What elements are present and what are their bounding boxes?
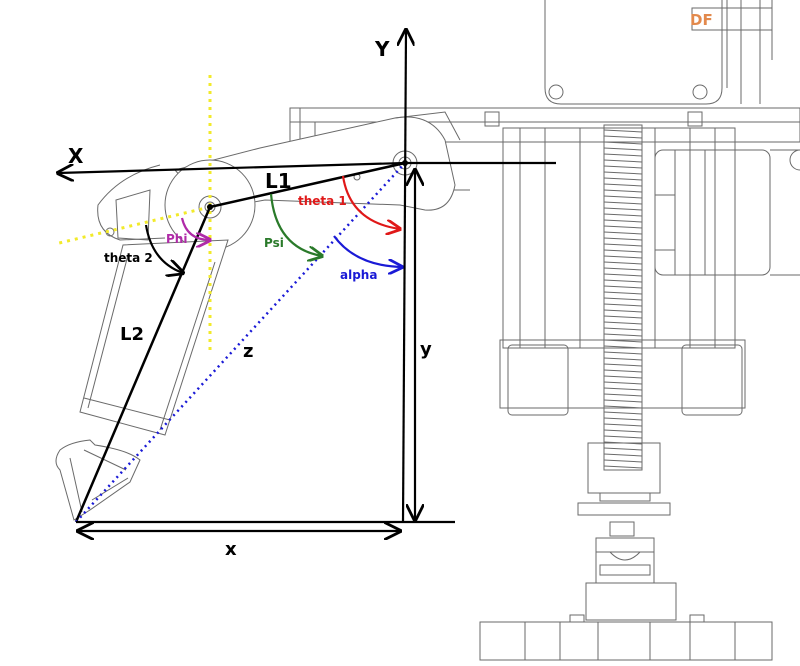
brand-label: DF bbox=[690, 11, 713, 29]
phi-arc bbox=[180, 217, 210, 240]
l1-link-line bbox=[209, 161, 406, 209]
thread-line bbox=[603, 405, 643, 409]
thread-line bbox=[603, 339, 643, 343]
thread-line bbox=[603, 279, 643, 283]
thread-line bbox=[603, 447, 643, 451]
thread-line bbox=[603, 135, 643, 139]
thread-line bbox=[603, 351, 643, 355]
thread-line bbox=[603, 345, 643, 349]
thread-line bbox=[603, 171, 643, 175]
thread-line bbox=[603, 249, 643, 253]
thread-line bbox=[603, 303, 643, 307]
theta1-arc bbox=[341, 175, 400, 229]
thread-line bbox=[603, 231, 643, 235]
thread-line bbox=[603, 309, 643, 313]
thread-line bbox=[603, 435, 643, 439]
thread-line bbox=[603, 129, 643, 133]
psi-arc bbox=[269, 193, 322, 256]
thread-line bbox=[603, 273, 643, 277]
thread-line bbox=[603, 165, 643, 169]
alpha-arc bbox=[333, 235, 402, 267]
thread-line bbox=[603, 291, 643, 295]
y-axis-label: Y bbox=[374, 37, 390, 61]
kinematic-annotations bbox=[54, 30, 556, 531]
thread-line bbox=[603, 159, 643, 163]
thread-line bbox=[603, 237, 643, 241]
thread-line bbox=[603, 453, 643, 457]
thread-line bbox=[603, 195, 643, 199]
thread-line bbox=[603, 201, 643, 205]
thread-line bbox=[603, 363, 643, 367]
theta2-arc bbox=[144, 224, 183, 273]
thread-line bbox=[603, 261, 643, 265]
thread-line bbox=[603, 393, 643, 397]
thread-line bbox=[603, 219, 643, 223]
thread-line bbox=[603, 267, 643, 271]
thread-line bbox=[603, 315, 643, 319]
y-axis-line bbox=[403, 30, 406, 523]
thread-line bbox=[603, 243, 643, 247]
thread-line bbox=[603, 141, 643, 145]
thread-line bbox=[603, 357, 643, 361]
theta1-label: theta 1 bbox=[298, 194, 347, 208]
y-distance-label: y bbox=[420, 339, 432, 360]
thread-line bbox=[603, 375, 643, 379]
thread-line bbox=[603, 429, 643, 433]
thread-line bbox=[603, 147, 643, 151]
l2-label: L2 bbox=[120, 324, 144, 345]
thread-line bbox=[603, 411, 643, 415]
x-distance-label: x bbox=[225, 539, 237, 560]
x-axis-line bbox=[58, 161, 406, 173]
robot-mechanism-drawing bbox=[55, 0, 800, 661]
theta2-label: theta 2 bbox=[104, 251, 153, 265]
thread-line bbox=[603, 297, 643, 301]
l1-extension-line bbox=[54, 205, 211, 246]
thread-line bbox=[603, 177, 643, 181]
thread-line bbox=[603, 225, 643, 229]
l1-label: L1 bbox=[265, 169, 292, 193]
thread-line bbox=[603, 387, 643, 391]
thread-line bbox=[603, 213, 643, 217]
thread-line bbox=[603, 465, 643, 469]
thread-line bbox=[603, 399, 643, 403]
l2-link-line bbox=[74, 206, 212, 523]
thread-line bbox=[603, 459, 643, 463]
thread-line bbox=[603, 327, 643, 331]
thread-line bbox=[603, 255, 643, 259]
alpha-label: alpha bbox=[340, 268, 377, 282]
thread-line bbox=[603, 417, 643, 421]
psi-label: Psi bbox=[264, 236, 284, 250]
thread-line bbox=[603, 153, 643, 157]
thread-line bbox=[603, 423, 643, 427]
z-label: z bbox=[243, 341, 253, 362]
thread-line bbox=[603, 183, 643, 187]
thread-line bbox=[603, 381, 643, 385]
thread-line bbox=[603, 189, 643, 193]
thread-line bbox=[603, 285, 643, 289]
x-axis-label: X bbox=[68, 144, 84, 168]
phi-label: Phi bbox=[166, 232, 187, 246]
shoulder-joint bbox=[402, 160, 408, 166]
thread-line bbox=[603, 333, 643, 337]
lead-screw-threads bbox=[603, 129, 643, 469]
thread-line bbox=[603, 369, 643, 373]
elbow-joint bbox=[207, 204, 213, 210]
diagram-labels: DF X Y L1 L2 z x y theta 1 theta 2 Phi P… bbox=[68, 11, 713, 560]
thread-line bbox=[603, 321, 643, 325]
thread-line bbox=[603, 207, 643, 211]
